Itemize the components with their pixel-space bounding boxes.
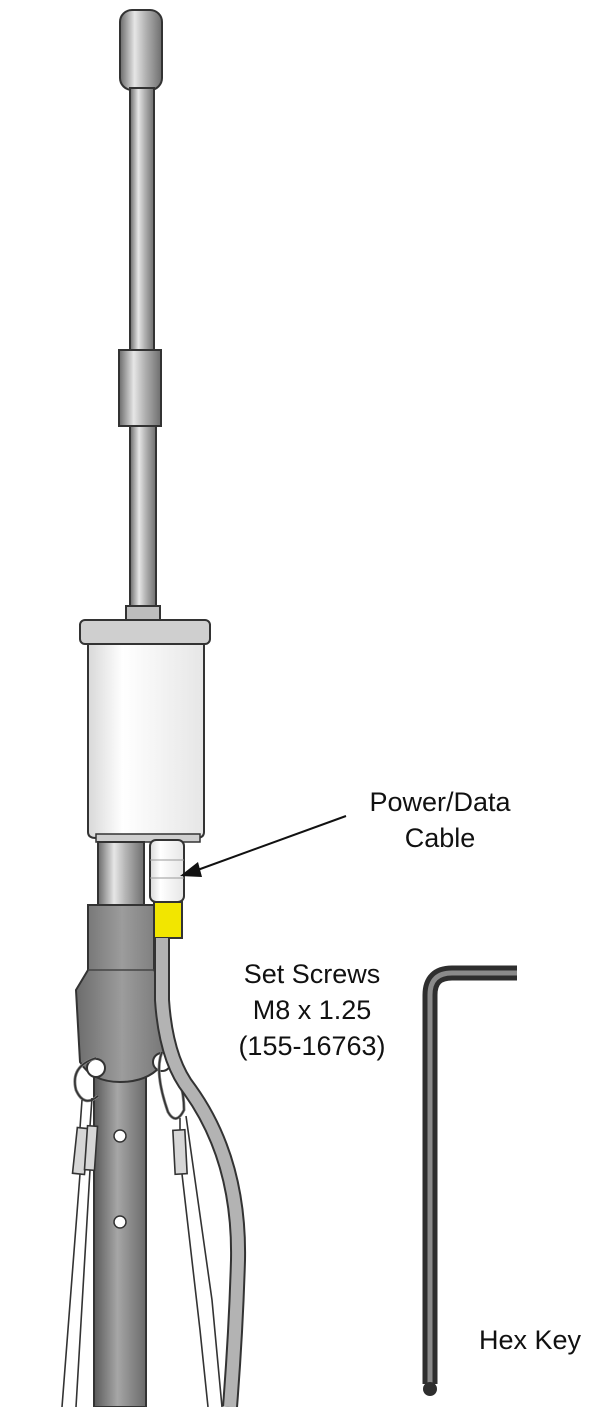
housing-body bbox=[87, 643, 205, 839]
mast-hole bbox=[113, 1215, 127, 1229]
whip-top-cap bbox=[119, 9, 163, 91]
power-data-cable bbox=[149, 839, 247, 1407]
whip-upper-rod bbox=[129, 87, 155, 355]
hex-key-ball-end bbox=[423, 1382, 437, 1396]
guy-wire bbox=[185, 1115, 223, 1407]
whip-lower-rod bbox=[129, 425, 157, 611]
antenna-housing bbox=[79, 619, 211, 843]
mast bbox=[93, 841, 147, 1407]
antenna-whip bbox=[118, 9, 163, 621]
callout-line: Power/Data bbox=[369, 787, 511, 817]
guy-wire bbox=[61, 1099, 83, 1407]
cable-connector-body bbox=[149, 839, 185, 903]
guy-wire-ferrule bbox=[83, 1124, 99, 1172]
arrow-shaft bbox=[191, 815, 347, 873]
mast-hole bbox=[113, 1129, 127, 1143]
guy-wire-thimble-left bbox=[74, 1057, 99, 1102]
cable bbox=[156, 938, 245, 1407]
housing-bottom-rim bbox=[95, 833, 201, 843]
mast-upper-tube bbox=[97, 841, 145, 913]
callout-line: Cable bbox=[404, 823, 476, 853]
callout-line: M8 x 1.25 bbox=[252, 995, 372, 1025]
guy-wire bbox=[179, 1118, 209, 1407]
callout-set-screws: Set Screws M8 x 1.25 (155-16763) bbox=[212, 956, 412, 1064]
hex-key-highlight bbox=[427, 970, 517, 1384]
mast-lower-tube bbox=[93, 1059, 147, 1407]
callout-power-data-cable: Power/Data Cable bbox=[340, 784, 540, 856]
whip-base-collar bbox=[125, 605, 161, 621]
callout-line: Set Screws bbox=[243, 959, 381, 989]
callout-hex-key: Hex Key bbox=[478, 1325, 582, 1355]
arrow-head bbox=[180, 862, 202, 877]
housing-top-flange bbox=[79, 619, 211, 645]
hex-key bbox=[422, 965, 517, 1396]
guy-wire bbox=[75, 1097, 93, 1407]
callout-line: (155-16763) bbox=[238, 1031, 386, 1061]
cable-connector-band bbox=[153, 901, 183, 939]
whip-coupler bbox=[118, 349, 162, 427]
callout-arrow-power-data bbox=[180, 815, 347, 877]
guy-wire-ferrule bbox=[172, 1128, 188, 1176]
